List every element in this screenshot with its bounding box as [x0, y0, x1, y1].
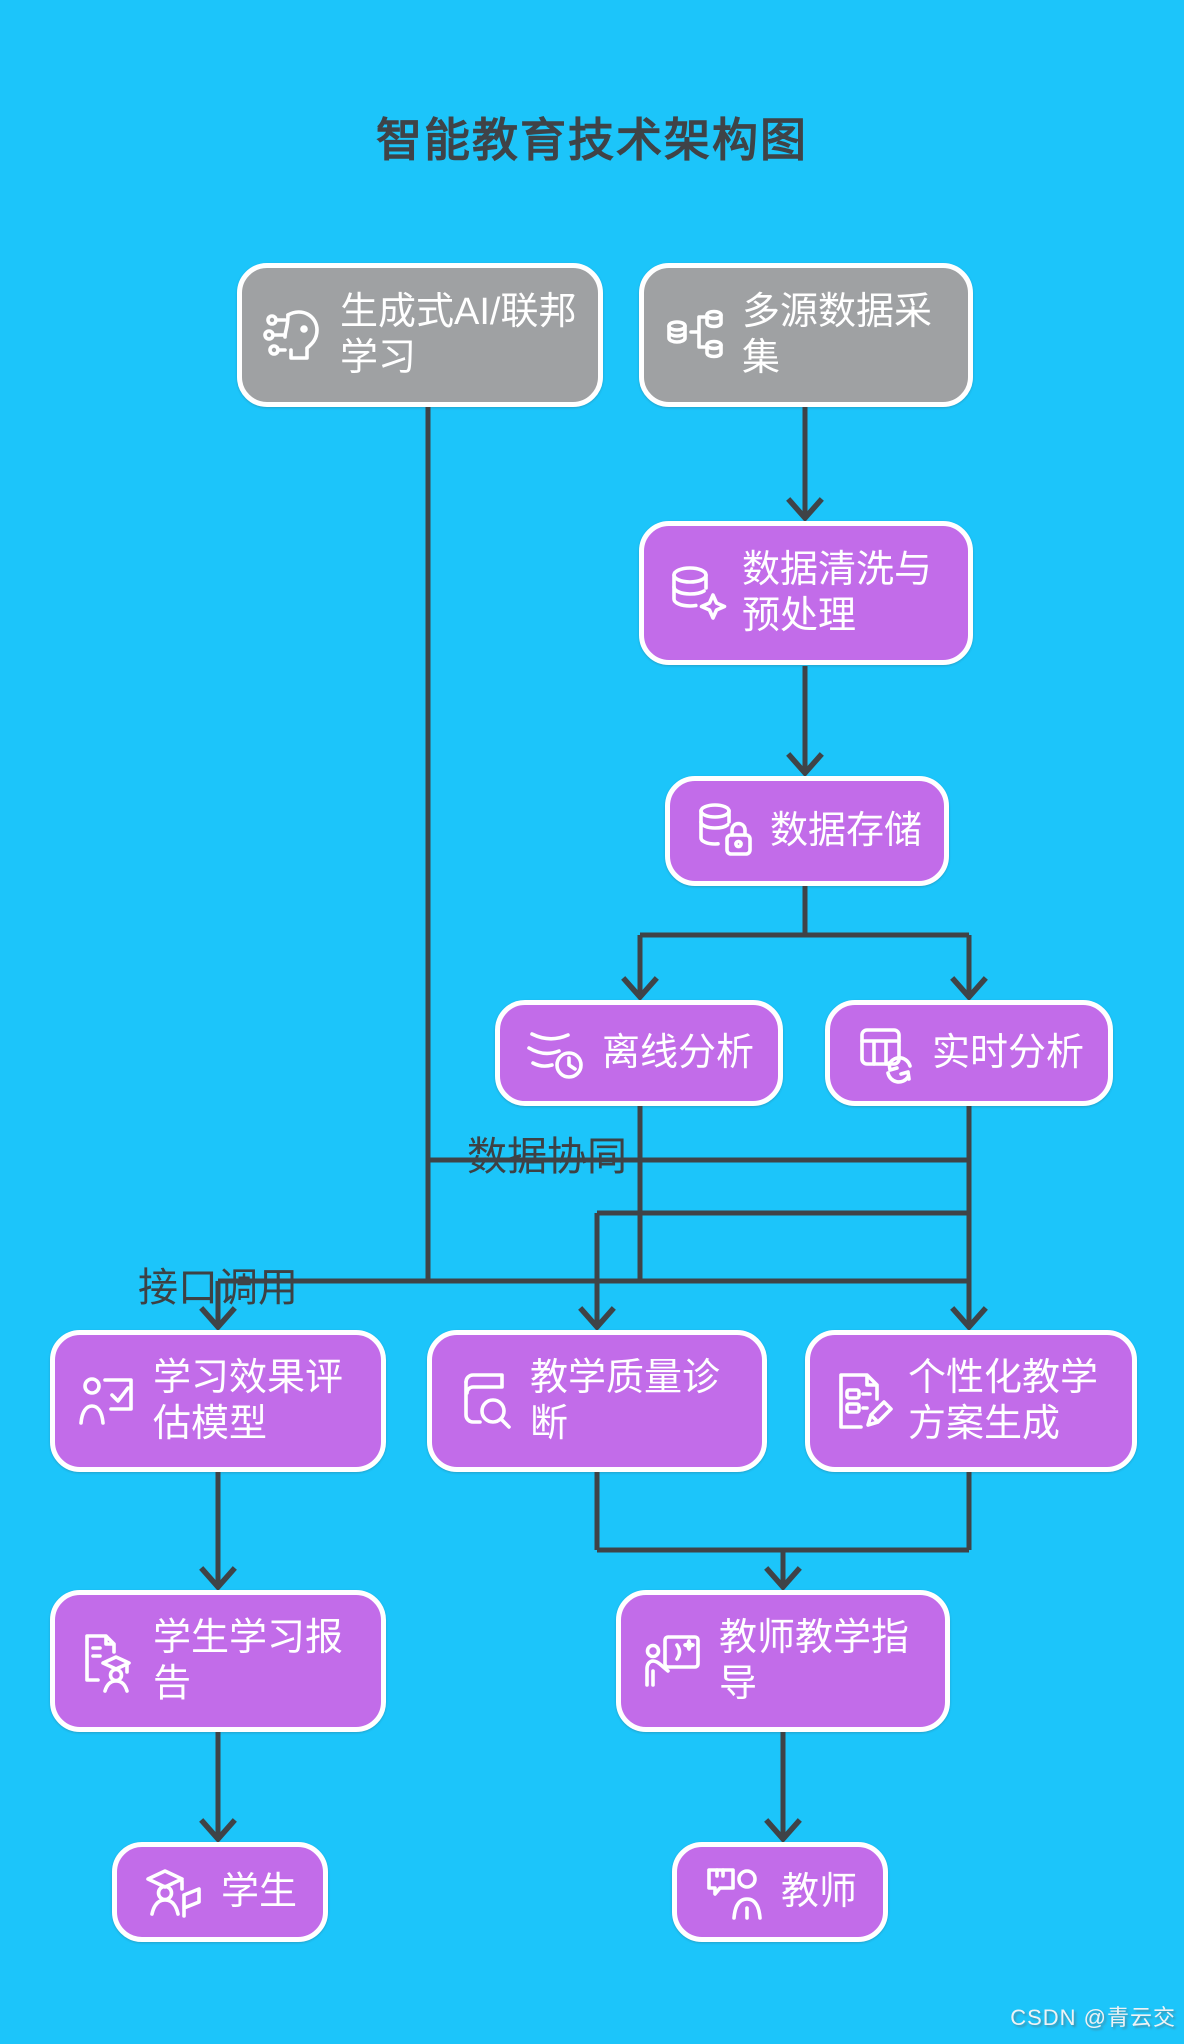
node-label: 生成式AI/联邦学习	[340, 290, 577, 379]
node-label: 教学质量诊断	[530, 1356, 721, 1445]
node-student-report: 学生学习报告	[50, 1590, 386, 1732]
node-teacher-guidance: 教师教学指导	[616, 1590, 950, 1732]
node-data-cleaning: 数据清洗与预处理	[639, 521, 973, 665]
person-checklist-icon	[75, 1369, 139, 1433]
node-data-storage: 数据存储	[665, 776, 949, 886]
book-magnifier-icon	[452, 1369, 516, 1433]
node-generative-ai: 生成式AI/联邦学习	[237, 263, 603, 407]
node-multi-source-data: 多源数据采集	[639, 263, 973, 407]
node-label: 学生	[220, 1870, 297, 1913]
node-label: 学生学习报告	[153, 1616, 344, 1705]
node-personalized-plan: 个性化教学方案生成	[805, 1330, 1137, 1472]
node-student: 学生	[112, 1842, 328, 1942]
database-sparkle-icon	[664, 561, 728, 625]
document-pencil-icon	[830, 1369, 894, 1433]
node-quality-diagnosis: 教学质量诊断	[427, 1330, 767, 1472]
edge-label-data-collaboration: 数据协同	[467, 1135, 627, 1179]
graduate-flag-icon	[143, 1860, 207, 1924]
node-label: 离线分析	[601, 1031, 754, 1074]
database-lock-icon	[692, 799, 756, 863]
node-label: 实时分析	[931, 1031, 1084, 1074]
node-label: 学习效果评估模型	[153, 1356, 344, 1445]
ai-head-circuit-icon	[262, 303, 326, 367]
diagram-title: 智能教育技术架构图	[376, 114, 808, 166]
node-label: 多源数据采集	[742, 290, 933, 379]
csdn-watermark: CSDN @青云交	[1010, 2005, 1176, 2030]
node-label: 教师教学指导	[719, 1616, 910, 1705]
node-evaluation-model: 学习效果评估模型	[50, 1330, 386, 1472]
document-graduate-icon	[75, 1629, 139, 1693]
teacher-whiteboard-icon	[641, 1629, 705, 1693]
node-label: 数据清洗与预处理	[742, 548, 933, 637]
table-refresh-icon	[854, 1021, 918, 1085]
node-offline-analysis: 离线分析	[495, 1000, 783, 1106]
person-board-icon	[703, 1860, 767, 1924]
node-realtime-analysis: 实时分析	[825, 1000, 1113, 1106]
node-teacher: 教师	[672, 1842, 888, 1942]
node-label: 个性化教学方案生成	[908, 1356, 1099, 1445]
wind-clock-icon	[524, 1021, 588, 1085]
node-label: 数据存储	[769, 809, 922, 852]
multi-source-data-icon	[664, 303, 728, 367]
node-label: 教师	[780, 1870, 857, 1913]
